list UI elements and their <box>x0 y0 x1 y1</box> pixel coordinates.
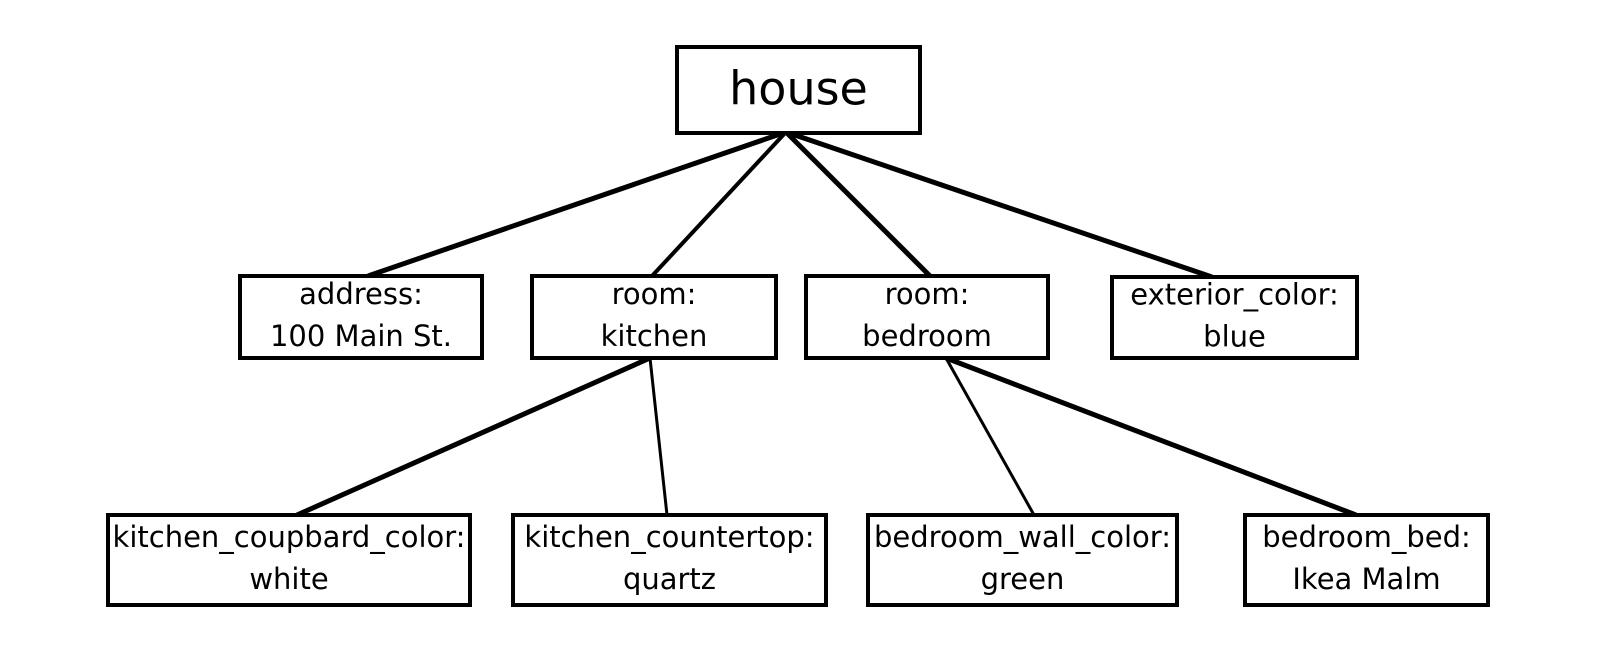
node-address-label-value: 100 Main St. <box>270 319 452 353</box>
node-bedroom-wall-color-label-key: bedroom_wall_color: <box>874 520 1171 554</box>
node-bedroom-wall-color-box[interactable] <box>866 513 1179 607</box>
edge-kitchen-to-coupbard-color <box>295 355 652 518</box>
node-exterior-color-label-value: blue <box>1203 320 1266 354</box>
node-bedroom-bed[interactable]: bedroom_bed: Ikea Malm <box>1243 513 1490 607</box>
node-address-label-key: address: <box>299 277 423 311</box>
node-bedroom-wall-color[interactable]: bedroom_wall_color: green <box>866 513 1179 607</box>
node-room-kitchen-label-value: kitchen <box>601 319 708 353</box>
node-room-bedroom[interactable]: room: bedroom <box>804 274 1050 360</box>
node-kitchen-countertop-box[interactable] <box>511 513 828 607</box>
edge-house-to-room-kitchen <box>650 130 788 278</box>
node-kitchen-coupbard-color-label-value: white <box>249 562 328 596</box>
node-room-bedroom-label-key: room: <box>885 277 970 311</box>
node-exterior-color-box[interactable] <box>1110 275 1359 360</box>
node-kitchen-countertop-label-value: quartz <box>623 562 716 596</box>
node-house[interactable]: house <box>675 45 922 135</box>
edge-house-to-address <box>367 129 787 279</box>
node-room-bedroom-box[interactable] <box>804 274 1050 360</box>
edge-house-to-room-bedroom <box>784 130 932 278</box>
node-address[interactable]: address: 100 Main St. <box>238 274 484 360</box>
node-kitchen-countertop-label-key: kitchen_countertop: <box>524 520 814 554</box>
node-house-label-line1: house <box>729 62 868 116</box>
node-kitchen-coupbard-color-label-key: kitchen_coupbard_color: <box>113 520 466 554</box>
node-exterior-color-label-key: exterior_color: <box>1130 278 1339 312</box>
node-room-kitchen-box[interactable] <box>530 274 778 360</box>
node-room-kitchen[interactable]: room: kitchen <box>530 274 778 360</box>
node-bedroom-bed-label-value: Ikea Malm <box>1292 562 1440 596</box>
edge-bedroom-to-wall-color <box>944 357 1036 516</box>
node-kitchen-coupbard-color-box[interactable] <box>106 513 472 607</box>
edge-bedroom-to-bed <box>945 355 1357 518</box>
edge-kitchen-to-countertop <box>648 357 669 516</box>
node-kitchen-coupbard-color[interactable]: kitchen_coupbard_color: white <box>106 513 472 607</box>
node-room-bedroom-label-value: bedroom <box>862 319 992 353</box>
node-bedroom-wall-color-label-value: green <box>981 562 1065 596</box>
edge-house-to-exterior-color <box>785 129 1213 280</box>
node-kitchen-countertop[interactable]: kitchen_countertop: quartz <box>511 513 828 607</box>
node-bedroom-bed-box[interactable] <box>1243 513 1490 607</box>
node-exterior-color[interactable]: exterior_color: blue <box>1110 275 1359 360</box>
edge-group <box>295 129 1357 518</box>
node-house-box[interactable] <box>675 45 922 135</box>
node-bedroom-bed-label-key: bedroom_bed: <box>1262 520 1471 554</box>
node-address-box[interactable] <box>238 274 484 360</box>
node-room-kitchen-label-key: room: <box>612 277 697 311</box>
